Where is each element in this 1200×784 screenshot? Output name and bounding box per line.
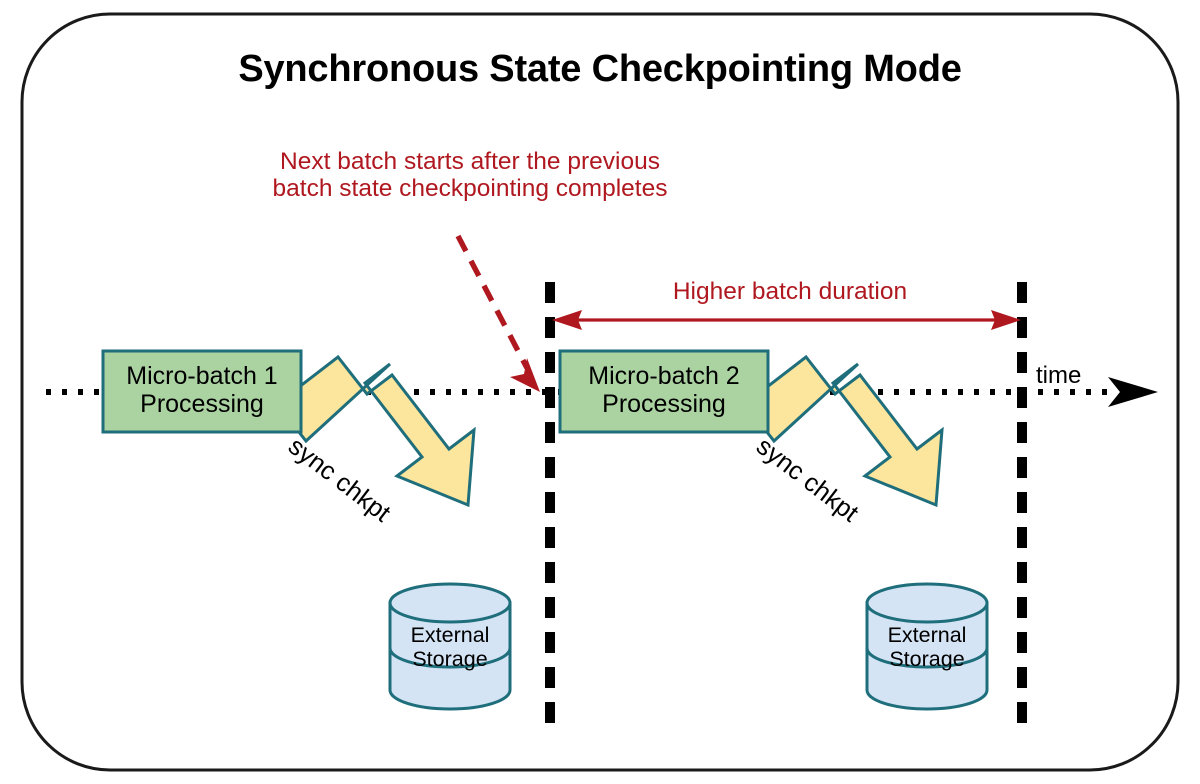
page-title: Synchronous State Checkpointing Mode [238,48,962,90]
timeline-arrowhead [1108,377,1158,407]
micro-batch-2-label: Micro-batch 2 Processing [588,362,740,418]
micro-batch-2-box[interactable] [558,349,770,434]
time-axis-label: time [1036,362,1082,389]
external-storage-2[interactable] [865,582,989,711]
external-storage-1-label: External Storage [410,623,490,672]
micro-batch-1-label: Micro-batch 1 Processing [126,362,278,418]
sync-chkpt-arrow-1 [274,354,476,508]
external-storage-2-label: External Storage [887,623,967,672]
sync-chkpt-arrow-2 [742,354,944,508]
batch-duration-span-arrow [552,310,1021,330]
external-storage-1[interactable] [388,582,512,711]
callout-dashed-arrow [455,234,540,392]
label-higher-batch-duration: Higher batch duration [672,278,908,305]
micro-batch-1-box[interactable] [101,349,303,434]
annotation-next-batch-note: Next batch starts after the previous bat… [272,148,668,203]
